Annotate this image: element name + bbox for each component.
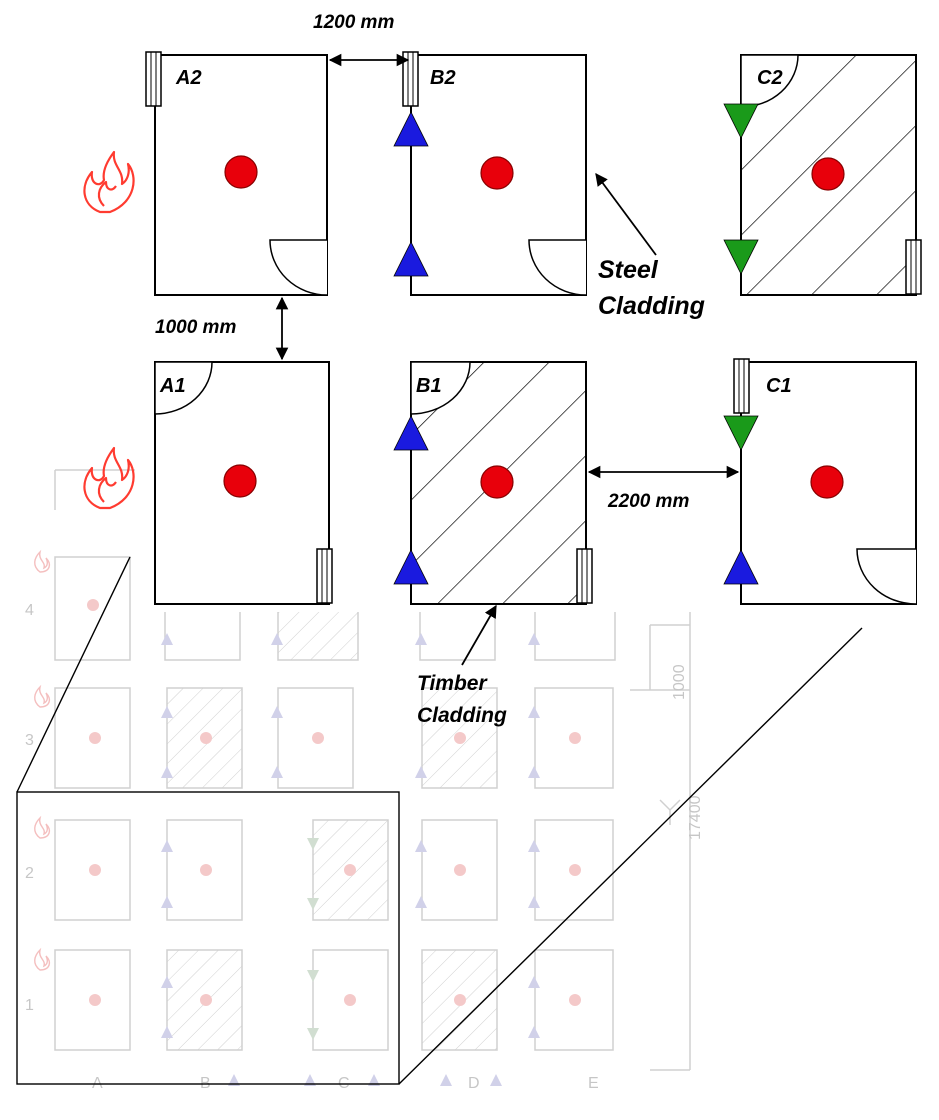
row-label-4: 4 [25,602,34,619]
room-label-c1: C1 [766,375,792,397]
timber-cladding-label-line2: Cladding [417,704,507,727]
dimension-label-1200: 1200 mm [313,12,394,33]
column-label-e: E [588,1075,599,1092]
steel-cladding-label-line1: Steel [598,256,659,284]
fire-source-dot [480,156,514,190]
room-label-b2: B2 [430,67,456,89]
zoom-box [16,556,863,1085]
door-swing [269,239,328,296]
room-c2: C2 [723,54,922,296]
blue-triangle-marker [393,415,429,451]
room-c1: C1 [723,358,917,605]
row-label-2: 2 [25,865,34,882]
green-triangle-marker [723,415,759,451]
column-label-d: D [468,1075,480,1092]
room-label-a1: A1 [159,375,186,397]
fire-source-dot [480,465,514,499]
window [733,358,750,414]
dimension-label-1000: 1000 mm [155,317,236,338]
background-site-plan: 1000 17400 4 3 2 1 A B C D E [25,469,704,1092]
fire-source-dot [224,155,258,189]
row-label-1: 1 [25,997,34,1014]
window [145,51,162,107]
room-label-b1: B1 [416,375,442,397]
dimension-small-label: 1000 [671,664,688,700]
green-triangle-marker [723,239,759,275]
steel-cladding-label-line2: Cladding [598,292,705,320]
steel-cladding-callout: Steel Cladding [595,172,705,320]
window [576,548,593,604]
timber-cladding-label-line1: Timber [417,672,488,695]
dimension-label-2200: 2200 mm [607,491,689,512]
room-b2: B2 [393,51,587,296]
door-swing [154,361,213,415]
door-swing [528,239,587,296]
room-a2: A2 [145,51,328,296]
timber-cladding-callout: Timber Cladding [417,604,507,727]
fire-icon [83,446,135,510]
blue-triangle-marker [723,549,759,585]
fire-source-dot [223,464,257,498]
room-label-c2: C2 [757,67,783,89]
blue-triangle-marker [393,111,429,147]
blue-triangle-marker [393,241,429,277]
green-triangle-marker [723,103,759,139]
door-swing [410,361,471,415]
zoomed-layout: A2 B2 C2 [83,0,939,727]
blue-triangle-marker [393,549,429,585]
window [905,239,922,295]
row-label-3: 3 [25,732,34,749]
room-label-a2: A2 [175,67,202,89]
room-a1: A1 [154,361,333,605]
fire-source-dot [810,465,844,499]
fire-icon [83,150,135,214]
fire-source-dot [811,157,845,191]
window [316,548,333,604]
dimension-large-label: 17400 [687,795,704,840]
door-swing [856,548,917,605]
room-b1: B1 [393,361,593,605]
